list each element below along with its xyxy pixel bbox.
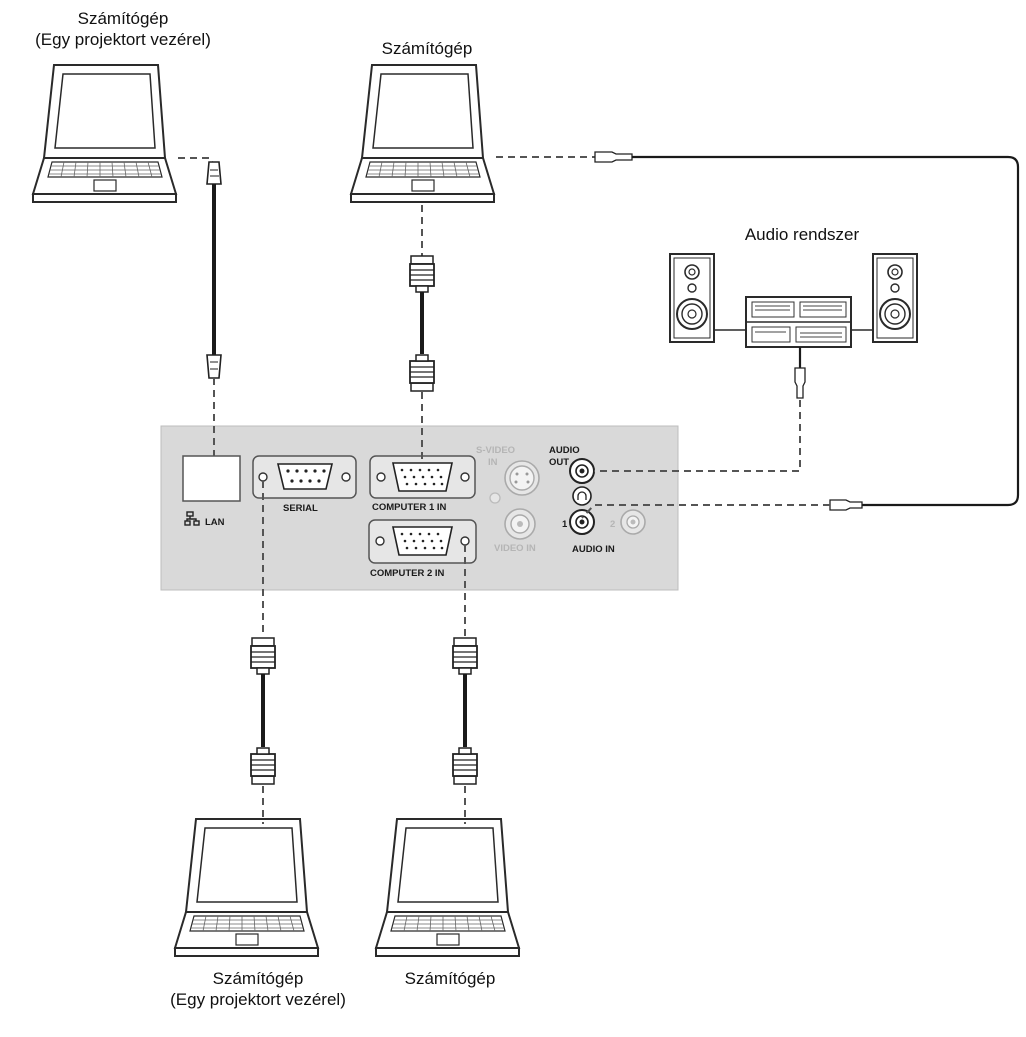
lan-port	[182, 455, 241, 502]
video-in-label: VIDEO IN	[494, 543, 536, 554]
laptop-top-left	[32, 64, 177, 203]
serial-cable	[250, 481, 276, 824]
audio-out-port	[569, 458, 595, 484]
label-top-left-line1: Számítógép	[77, 9, 169, 28]
network-icon	[184, 511, 200, 526]
serial-label: SERIAL	[283, 503, 318, 514]
audio-out-label-1: AUDIO	[549, 445, 580, 456]
lan-label: LAN	[205, 517, 225, 528]
computer1-in-label: COMPUTER 1 IN	[372, 502, 447, 513]
video-in-port	[504, 508, 536, 540]
audio-in-1-label: 1	[562, 519, 568, 530]
link-symbol-icon	[572, 486, 592, 506]
label-bottom-center: Számítógép	[404, 969, 496, 988]
audio-system-icon	[669, 253, 918, 348]
s-video-label-1: S-VIDEO	[476, 445, 515, 456]
computer2-cable	[452, 545, 478, 824]
label-top-left-line2: (Egy projektort vezérel)	[35, 30, 211, 49]
audio-in-1-port	[569, 509, 595, 535]
laptop-top-center	[350, 64, 495, 203]
audio-in-2-label: 2	[610, 519, 615, 530]
laptop-bottom-center	[375, 818, 520, 957]
audio-in-2-port	[620, 509, 646, 535]
audio-out-cable	[594, 347, 806, 472]
audio-out-label-2: OUT	[549, 457, 569, 468]
s-video-label-2: IN	[488, 457, 498, 468]
computer2-in-label: COMPUTER 2 IN	[370, 568, 445, 579]
label-top-center: Számítógép	[381, 39, 473, 58]
s-video-in-port	[504, 460, 540, 496]
lan-cable	[178, 157, 222, 456]
label-bottom-left: Számítógép (Egy projektort vezérel)	[138, 968, 378, 1010]
audio-in-cable	[496, 151, 1020, 519]
label-top-left: Számítógép (Egy projektort vezérel)	[0, 8, 246, 50]
laptop-bottom-left	[174, 818, 319, 957]
label-bottom-left-line2: (Egy projektort vezérel)	[170, 990, 346, 1009]
audio-in-label: AUDIO IN	[572, 544, 615, 555]
label-audio-system: Audio rendszer	[744, 225, 860, 244]
computer1-cable	[409, 205, 435, 460]
label-bottom-left-line1: Számítógép	[212, 969, 304, 988]
projector-panel: LAN SERIAL COMPUTER 1 IN	[160, 425, 679, 591]
